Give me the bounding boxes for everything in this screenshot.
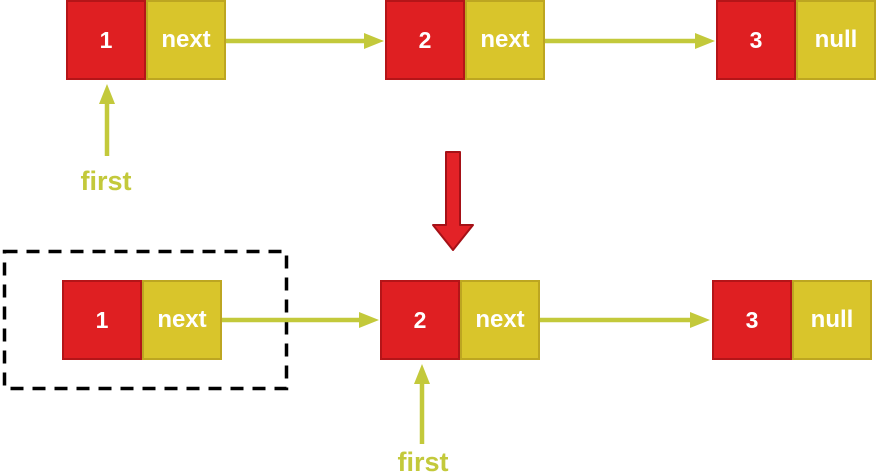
before-node-2-value-cell: 2 <box>385 0 465 80</box>
before-node-1: 1 next <box>66 0 226 80</box>
after-node-3: 3 null <box>712 280 872 360</box>
arrow-top-first-pointer <box>99 84 115 156</box>
before-node-3-value-cell: 3 <box>716 0 796 80</box>
after-node-2-value-cell: 2 <box>380 280 460 360</box>
after-node-2-pointer-cell: next <box>460 280 540 360</box>
after-node-1-value-cell: 1 <box>62 280 142 360</box>
after-node-1-removed: 1 next <box>62 280 222 360</box>
before-node-1-pointer-cell: next <box>146 0 226 80</box>
before-node-2-pointer-cell: next <box>465 0 545 80</box>
before-node-1-value-cell: 1 <box>66 0 146 80</box>
transition-arrow-down <box>432 151 474 251</box>
before-node-3: 3 null <box>716 0 876 80</box>
before-node-3-pointer-cell: null <box>796 0 876 80</box>
before-first-label: first <box>80 166 132 196</box>
arrow-top-node2-to-node3 <box>545 33 715 49</box>
after-node-3-pointer-cell: null <box>792 280 872 360</box>
arrow-bottom-node1-to-node2 <box>222 312 379 328</box>
arrow-bottom-first-pointer <box>414 364 430 444</box>
before-node-2: 2 next <box>385 0 545 80</box>
after-first-label: first <box>397 447 449 476</box>
arrow-top-node1-to-node2 <box>226 33 384 49</box>
removed-node-dashed-box <box>2 249 289 391</box>
after-node-3-value-cell: 3 <box>712 280 792 360</box>
after-node-2: 2 next <box>380 280 540 360</box>
arrow-bottom-node2-to-node3 <box>540 312 710 328</box>
after-node-1-pointer-cell: next <box>142 280 222 360</box>
